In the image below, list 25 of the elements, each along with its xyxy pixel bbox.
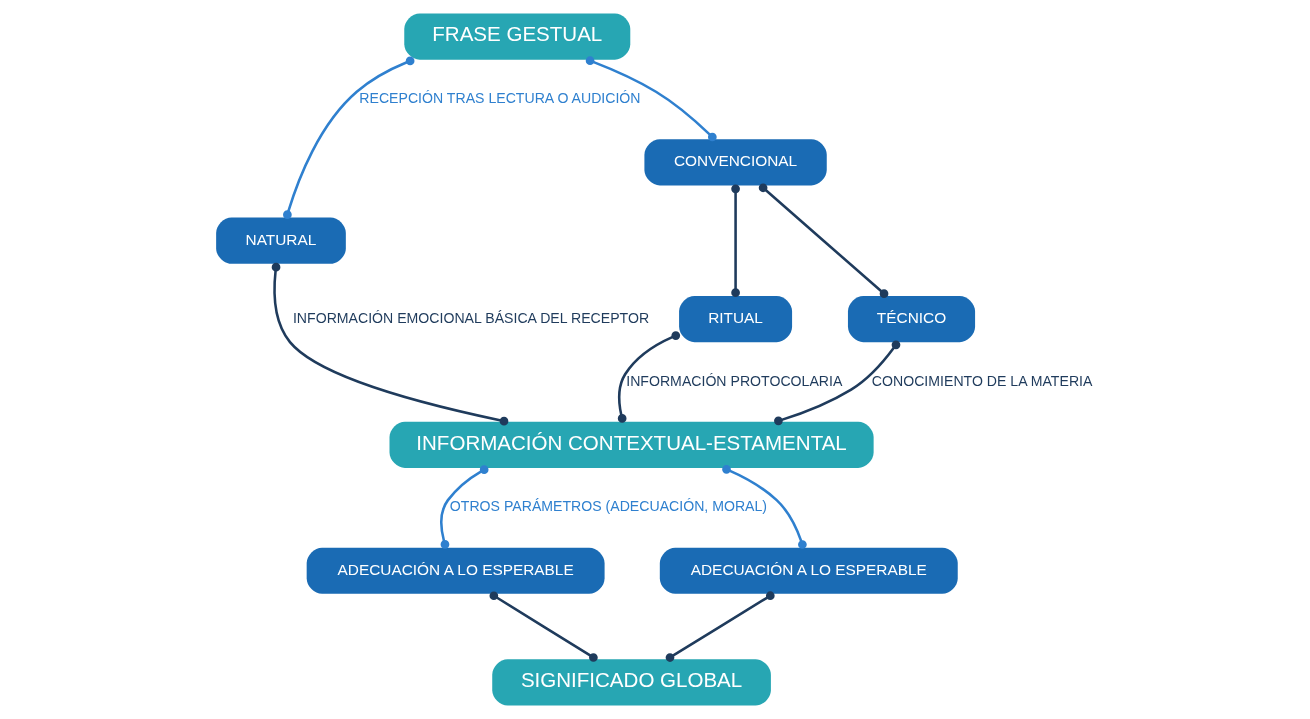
node-box: CONVENCIONAL (644, 139, 827, 186)
connector (665, 591, 775, 662)
node-box: FRASE GESTUAL (404, 13, 631, 60)
node-box: INFORMACIÓN CONTEXTUAL-ESTAMENTAL (389, 421, 874, 468)
edge-label: INFORMACIÓN PROTOCOLARIA (626, 372, 843, 389)
node-box: ADECUACIÓN A LO ESPERABLE (659, 547, 958, 594)
connector (731, 184, 740, 297)
connector (774, 340, 901, 426)
node-box: ADECUACIÓN A LO ESPERABLE (306, 547, 605, 594)
connector (617, 331, 681, 423)
connector (271, 262, 509, 426)
connector (283, 56, 415, 219)
node-box: NATURAL (216, 217, 346, 264)
edge-label: INFORMACIÓN EMOCIONAL BÁSICA DEL RECEPTOR (292, 309, 650, 326)
connector (440, 465, 489, 549)
connector (722, 464, 807, 549)
connector (489, 591, 598, 662)
edge-label: RECEPCIÓN TRAS LECTURA O AUDICIÓN (359, 90, 641, 107)
connector (585, 56, 717, 142)
edge-label: OTROS PARÁMETROS (ADECUACIÓN, MORAL) (449, 498, 768, 515)
connector (758, 183, 889, 299)
node-box: TÉCNICO (847, 295, 976, 343)
node-box: RITUAL (679, 295, 793, 343)
edge-label: CONOCIMIENTO DE LA MATERIA (871, 372, 1093, 389)
node-box: SIGNIFICADO GLOBAL (492, 659, 771, 706)
